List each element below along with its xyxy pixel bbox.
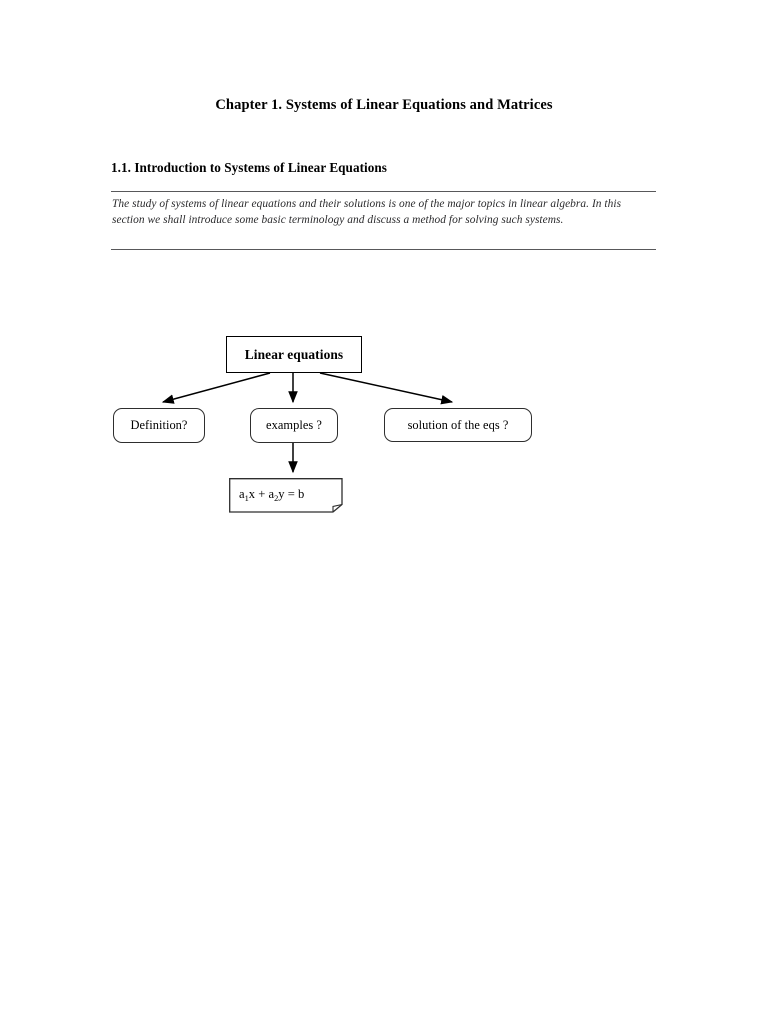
diagram-node-label: examples ? (266, 418, 322, 432)
diagram-node-examples[interactable]: examples ? (250, 408, 338, 443)
diagram-node-definition[interactable]: Definition? (113, 408, 205, 443)
diagram-node-solution[interactable]: solution of the eqs ? (384, 408, 532, 442)
diagram-node-general-equation[interactable]: a1x + a2y = b (229, 478, 341, 511)
equation-node-shape (229, 478, 343, 513)
abstract-rule-top (111, 191, 656, 192)
equation-text: a1x + a2y = b (239, 487, 305, 504)
equation-coefficient-a2: a (268, 487, 275, 502)
equation-variable-x: x (248, 487, 256, 502)
diagram-node-label: solution of the eqs ? (407, 417, 509, 432)
equation-plus-operator: + (255, 487, 269, 502)
equation-equals-operator: = (284, 487, 298, 502)
abstract-rule-bottom (111, 249, 656, 250)
equation-subscript-1: 1 (244, 494, 249, 504)
diagram-node-label: Linear equations (244, 346, 344, 362)
edge-root-to-solution (319, 372, 454, 405)
edge-root-to-definition (161, 372, 271, 404)
section-title: 1.1. Introduction to Systems of Linear E… (111, 160, 387, 175)
equation-coefficient-a1: a (239, 487, 245, 502)
diagram-node-label: Definition? (130, 418, 188, 432)
equation-constant-b: b (297, 487, 305, 502)
equation-variable-y: y (278, 487, 285, 502)
equation-subscript-2: 2 (274, 494, 279, 504)
chapter-title: Chapter 1. Systems of Linear Equations a… (215, 97, 553, 113)
abstract-paragraph: The study of systems of linear equations… (112, 198, 622, 227)
diagram-node-linear-equations[interactable]: Linear equations (226, 336, 362, 373)
